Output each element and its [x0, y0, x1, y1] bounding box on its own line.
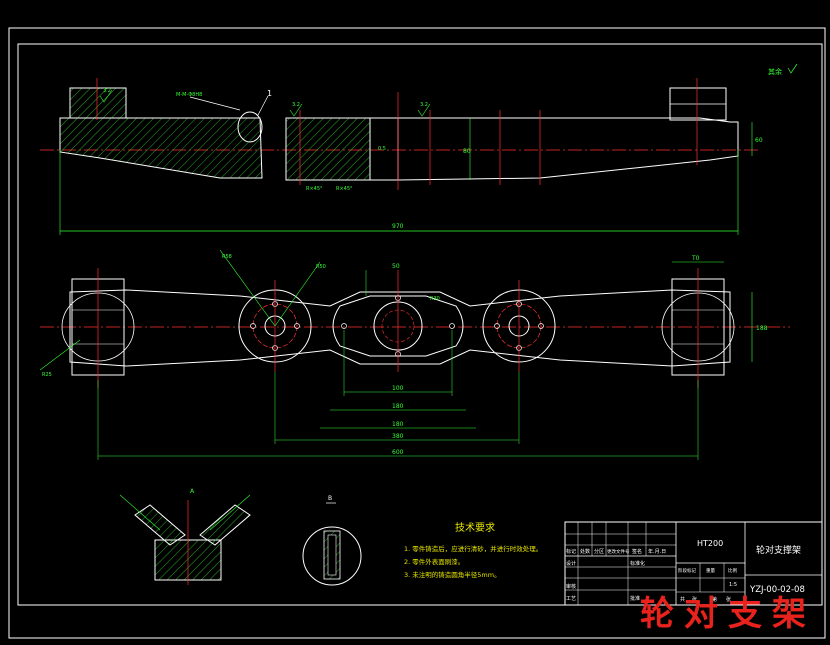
tb-row-label-4: 更改文件号: [607, 548, 630, 555]
tb-stage-3: 比例: [728, 567, 737, 574]
tb-standard: 标准化: [630, 560, 645, 567]
tb-sheet-4: 张: [726, 596, 731, 603]
dim-50: 50: [392, 263, 400, 270]
dim-600: 600: [392, 449, 404, 456]
other-roughness: 其余: [768, 67, 782, 76]
tb-sheet-2: 张: [692, 596, 697, 603]
tb-row-label-3: 分区: [594, 548, 604, 555]
roughness-3: 3.2: [420, 102, 428, 108]
front-body-outline: [370, 117, 739, 181]
tb-part-name: 轮对支撑架: [756, 544, 801, 556]
title-block: 标记 处数 分区 更改文件号 签名 年.月.日 设计 标准化 审核 工艺 批准 …: [564, 521, 823, 606]
detail-circle: [237, 111, 263, 143]
dim-100: 100: [392, 385, 404, 392]
dim-188: 188: [756, 325, 768, 332]
dim-180b: 180: [392, 421, 404, 428]
balloon-number: 1: [267, 89, 272, 98]
front-body-hatched: [59, 117, 263, 179]
front-body-hatched-2: [285, 117, 371, 181]
tb-stage-2: 重量: [706, 567, 715, 574]
watermark: 轮对支架: [640, 594, 816, 634]
tb-row-label-5: 签名: [632, 548, 642, 555]
end-height-dim: 60: [755, 137, 763, 144]
section-circle: [302, 526, 362, 586]
tb-process: 工艺: [566, 596, 576, 602]
radius-4: R30: [430, 296, 440, 302]
radius-3: R25: [42, 372, 52, 378]
tech-item-2: 2. 零件外表面刷漆。: [404, 557, 464, 566]
detail-right-arm: [199, 504, 251, 546]
tb-row-label-1: 标记: [566, 548, 576, 555]
dim-t0: T0: [691, 255, 700, 262]
roughness-2: 3.2: [292, 102, 300, 108]
tb-material: HT200: [697, 539, 723, 548]
top-view: 100 180 180 380 600 T0 50 188 R58 R50 R2…: [39, 249, 790, 460]
roughness-1: 3.2: [103, 88, 111, 94]
tech-title: 技术要求: [455, 521, 495, 534]
tb-sheet-3: 第: [712, 596, 717, 603]
inner-border: [17, 43, 823, 606]
tech-item-1: 1. 零件铸造后，应进行清砂，并进行时效处理。: [404, 544, 542, 553]
detail-view-a: A: [119, 488, 251, 585]
center-flange: [332, 295, 464, 357]
arm-outline: [69, 289, 731, 367]
outer-border: [8, 27, 826, 639]
tb-row-label-2: 处数: [580, 548, 590, 555]
tb-approve: 批准: [630, 595, 640, 602]
tb-sheet-1: 共: [680, 596, 685, 603]
roughness-4: 0.5: [378, 146, 386, 152]
tb-drawing-no: YZJ-00-02-08: [749, 585, 805, 595]
hole-note: M-M-Φ8H8: [176, 92, 202, 98]
tb-row-label-6: 年.月.日: [648, 548, 666, 555]
detail-label: A: [190, 488, 195, 495]
tb-stage-1: 阶段标记: [678, 567, 696, 574]
left-end-block: [69, 87, 127, 119]
height-dim: 80: [463, 148, 471, 155]
tb-scale: 1:5: [729, 582, 737, 588]
front-view: 1 M-M-Φ8H8 970 80 60 3.2 3.2 3.2 0.5 R×4…: [40, 78, 763, 235]
radius-1: R58: [222, 254, 232, 260]
tech-requirements: 技术要求 1. 零件铸造后，应进行清砂，并进行时效处理。 2. 零件外表面刷漆。…: [404, 521, 542, 579]
detail-left-arm: [134, 504, 186, 546]
overall-length-dim: 970: [392, 223, 404, 230]
tb-designer: 设计: [566, 560, 576, 567]
section-view-b: B: [302, 495, 362, 586]
dim-380: 380: [392, 433, 404, 440]
chamfer-note-2: R×45°: [336, 186, 353, 192]
radius-2: R50: [316, 264, 326, 270]
dim-180a: 180: [392, 403, 404, 410]
chamfer-note-1: R×45°: [306, 186, 323, 192]
tb-reviewer: 审核: [566, 583, 576, 590]
section-label: B: [328, 495, 332, 502]
tech-item-3: 3. 未注明的铸造圆角半径5mm。: [404, 570, 501, 579]
